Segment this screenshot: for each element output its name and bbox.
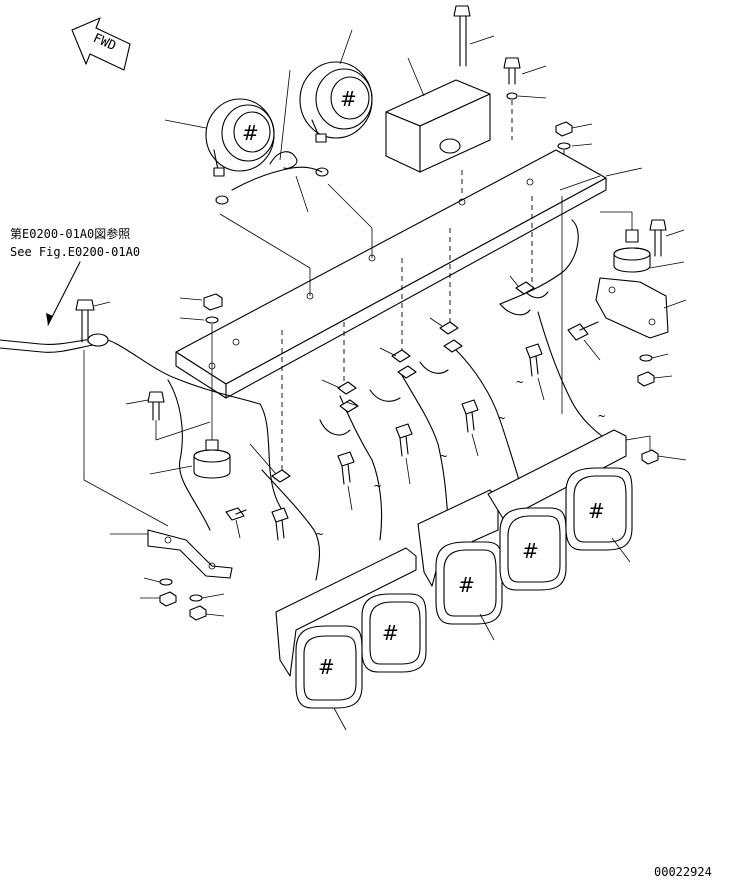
- rear-lamp-2-glyph: #: [382, 621, 399, 645]
- rear-lamp-1-glyph: #: [318, 655, 335, 679]
- rear-lamp-4-glyph: #: [522, 539, 539, 563]
- reference-note-en: See Fig.E0200-01A0: [10, 245, 140, 259]
- right-mount: [567, 211, 687, 465]
- drawing-number: 00022924: [654, 865, 712, 879]
- lamp-harness: [215, 69, 329, 213]
- reference-note-jp: 第E0200-01A0図参照: [10, 226, 130, 241]
- svg-text:~: ~: [598, 409, 605, 423]
- harness-clips: [249, 196, 535, 483]
- svg-text:~: ~: [440, 449, 447, 463]
- rear-lamp-bracket-center: #: [417, 489, 503, 641]
- svg-text:~: ~: [374, 479, 381, 493]
- fwd-arrow: FWD: [71, 17, 131, 71]
- svg-text:~: ~: [516, 375, 523, 389]
- top-bolt-long: [453, 5, 495, 67]
- rear-lamp-bracket-left: # #: [275, 547, 427, 731]
- top-bolt-short: [503, 57, 547, 140]
- rear-lamp-5-glyph: #: [588, 499, 605, 523]
- rear-lamp-3-glyph: #: [458, 573, 475, 597]
- roof-bracket: [175, 149, 643, 399]
- lamp-harness-main: ~ ~ ~ ~ ~ ~: [167, 219, 615, 581]
- svg-text:~: ~: [498, 411, 505, 425]
- work-lamp-left: #: [164, 98, 275, 177]
- lamp-mount-bolts: [271, 343, 545, 541]
- work-lamp-right: #: [299, 29, 373, 143]
- left-mount: [0, 293, 261, 621]
- rear-lamp-bracket-right: # #: [487, 196, 633, 591]
- work-lamp-left-glyph: #: [242, 121, 259, 145]
- svg-text:~: ~: [316, 527, 323, 541]
- work-lamp-right-glyph: #: [340, 87, 357, 111]
- flasher-unit: [385, 57, 491, 196]
- reference-note: 第E0200-01A0図参照 See Fig.E0200-01A0: [10, 226, 140, 326]
